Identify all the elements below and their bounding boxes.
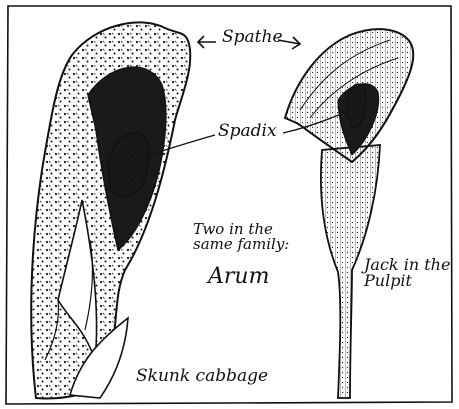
label-jack-in-the-pulpit: Jack in the Pulpit xyxy=(364,257,450,289)
label-family-name: Arum xyxy=(208,264,269,289)
label-spathe: Spathe xyxy=(222,27,283,47)
skunk-cabbage-drawing xyxy=(31,22,190,398)
spathe-arrow-left xyxy=(198,36,216,48)
label-family-note: Two in the same family: xyxy=(193,222,289,252)
label-spadix: Spadix xyxy=(218,121,277,141)
label-skunk-cabbage: Skunk cabbage xyxy=(136,366,268,386)
jack-in-the-pulpit-drawing xyxy=(285,29,413,398)
